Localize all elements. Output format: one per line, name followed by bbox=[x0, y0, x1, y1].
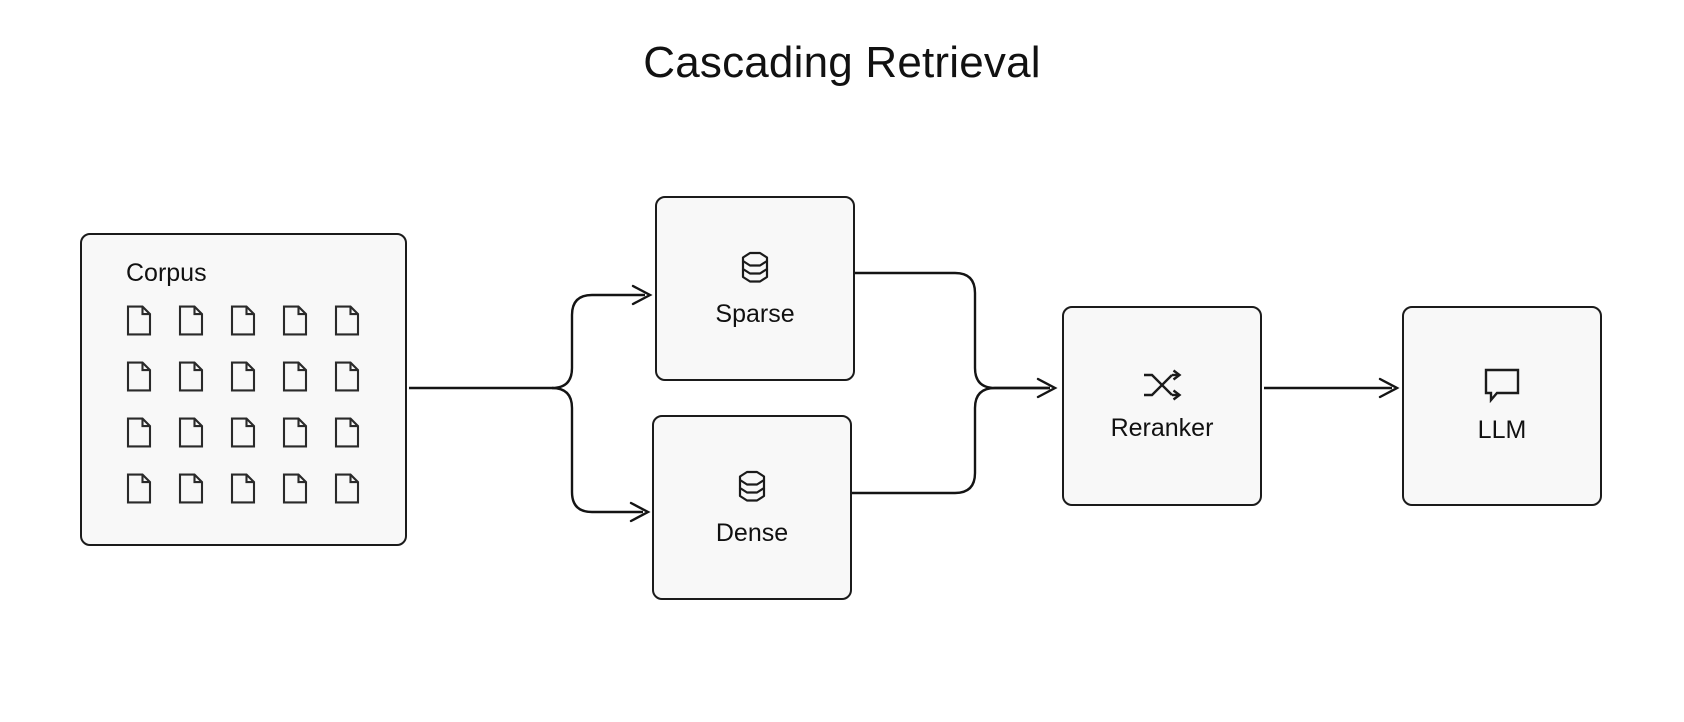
edge-corpus-to-dense bbox=[551, 386, 643, 514]
reranker-node[interactable]: Reranker bbox=[1062, 306, 1262, 506]
arrow-head-sparse bbox=[631, 284, 653, 306]
document-icon bbox=[126, 305, 178, 361]
document-icon bbox=[282, 361, 334, 417]
llm-node[interactable]: LLM bbox=[1402, 306, 1602, 506]
document-icon bbox=[334, 417, 386, 473]
document-icon bbox=[230, 417, 282, 473]
corpus-document-grid bbox=[126, 305, 386, 529]
document-icon bbox=[230, 473, 282, 529]
document-icon bbox=[282, 305, 334, 361]
document-icon bbox=[178, 473, 230, 529]
document-icon bbox=[178, 305, 230, 361]
edge-sparse-to-reranker bbox=[855, 271, 1050, 390]
document-icon bbox=[178, 417, 230, 473]
edge-corpus-to-sparse bbox=[551, 293, 645, 390]
database-icon bbox=[735, 468, 769, 506]
document-icon bbox=[178, 361, 230, 417]
edge-dense-to-reranker bbox=[852, 386, 1050, 495]
arrow-head-llm bbox=[1378, 377, 1400, 399]
dense-node[interactable]: Dense bbox=[652, 415, 852, 600]
page-title: Cascading Retrieval bbox=[643, 38, 1041, 87]
database-icon bbox=[738, 249, 772, 287]
document-icon bbox=[126, 473, 178, 529]
document-icon bbox=[230, 305, 282, 361]
document-icon bbox=[334, 305, 386, 361]
corpus-node[interactable]: Corpus bbox=[80, 233, 407, 546]
document-icon bbox=[334, 473, 386, 529]
shuffle-icon bbox=[1142, 369, 1182, 401]
arrow-head-dense bbox=[629, 501, 651, 523]
document-icon bbox=[334, 361, 386, 417]
dense-label: Dense bbox=[715, 518, 789, 547]
reranker-label: Reranker bbox=[1110, 414, 1214, 442]
corpus-label: Corpus bbox=[126, 259, 207, 287]
sparse-label: Sparse bbox=[715, 299, 795, 328]
document-icon bbox=[230, 361, 282, 417]
arrow-head-reranker bbox=[1036, 377, 1058, 399]
document-icon bbox=[282, 473, 334, 529]
document-icon bbox=[282, 417, 334, 473]
llm-label: LLM bbox=[1477, 416, 1527, 444]
document-icon bbox=[126, 417, 178, 473]
message-bubble-icon bbox=[1483, 367, 1521, 404]
sparse-node[interactable]: Sparse bbox=[655, 196, 855, 381]
document-icon bbox=[126, 361, 178, 417]
